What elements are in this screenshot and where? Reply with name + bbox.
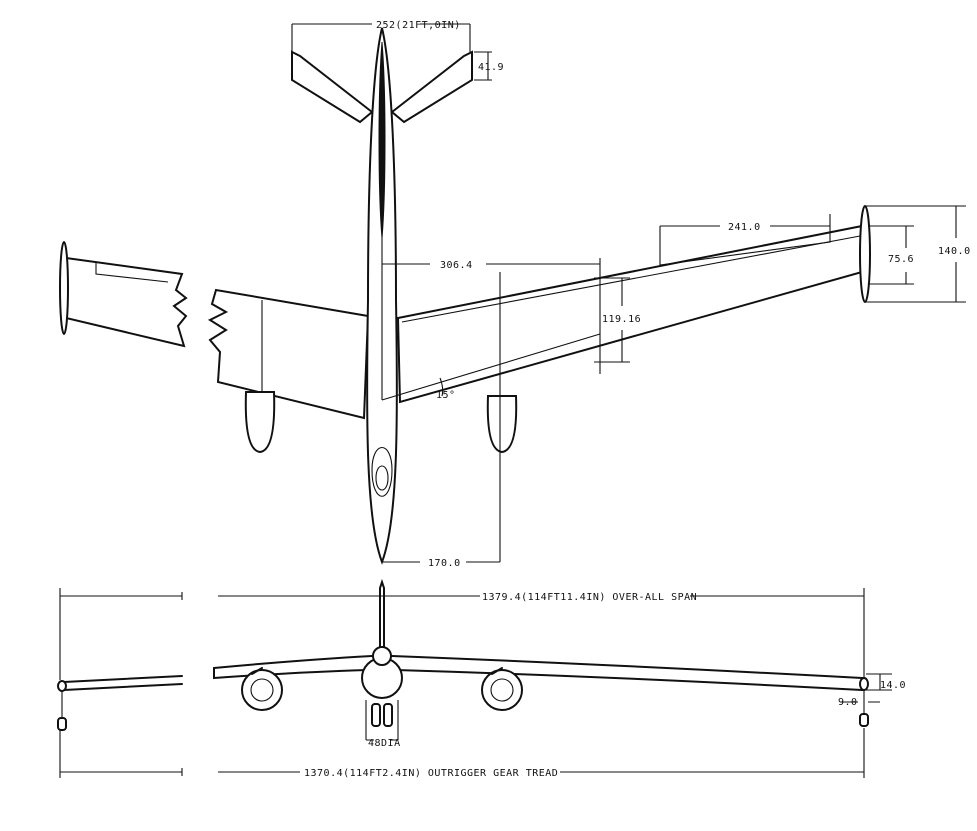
half-span-engine-label: 306.4 [440, 260, 473, 271]
plan-view: 252(21FT,0IN) 41.9 241.0 140.0 75.6 306.… [59, 20, 971, 569]
right-aileron [659, 214, 831, 266]
sweep-angle-label: 15° [436, 390, 456, 401]
left-inner-wing [207, 288, 370, 420]
left-horizontal-stabilizer [291, 50, 374, 124]
left-wingtip-pod [59, 241, 69, 335]
right-engine-nacelle [486, 395, 518, 454]
plan-dimensions [261, 23, 966, 563]
tip-height-label: 14.0 [880, 680, 906, 691]
main-gear-tread-label: 48DIA [368, 738, 401, 749]
front-vertical-fin [379, 578, 385, 651]
wing-outer-span-label: 241.0 [728, 222, 761, 233]
pod-inner-label: 75.6 [888, 254, 914, 265]
pod-outer-label: 140.0 [938, 246, 971, 257]
right-horizontal-stabilizer [390, 50, 473, 124]
front-dimensions [59, 588, 892, 778]
front-right-outrigger [859, 690, 869, 727]
cockpit-canopy [375, 465, 389, 491]
front-view: 1379.4(114FT11.4IN) OVER-ALL SPAN 14.0 9… [57, 578, 906, 779]
right-wing-flap-line [401, 235, 861, 323]
cockpit-outline [371, 447, 393, 497]
front-main-gear [365, 700, 399, 740]
overall-span-label: 1379.4(114FT11.4IN) OVER-ALL SPAN [482, 592, 697, 603]
tail-chord-label: 41.9 [478, 62, 504, 73]
right-wingtip-pod [859, 205, 871, 303]
left-outer-aileron [95, 262, 169, 283]
front-right-engine [481, 667, 523, 711]
wing-chord-label: 119.16 [602, 314, 641, 325]
tail-span-label: 252(21FT,0IN) [376, 20, 461, 31]
left-outer-wing [65, 256, 188, 348]
dorsal-strip [378, 41, 386, 239]
front-left-outer-wing [63, 675, 183, 691]
left-engine-nacelle [244, 391, 276, 454]
front-canopy [372, 646, 392, 666]
front-left-outrigger [57, 690, 67, 731]
front-left-engine [241, 667, 283, 711]
front-main-wing [213, 655, 863, 692]
outrigger-tread-label: 1370.4(114FT2.4IN) OUTRIGGER GEAR TREAD [304, 768, 558, 779]
tip-offset-label: 9.0 [838, 697, 858, 708]
engine-offset-label: 170.0 [428, 558, 461, 569]
front-left-tip-pod [57, 680, 67, 692]
front-right-tip-pod [859, 677, 869, 691]
